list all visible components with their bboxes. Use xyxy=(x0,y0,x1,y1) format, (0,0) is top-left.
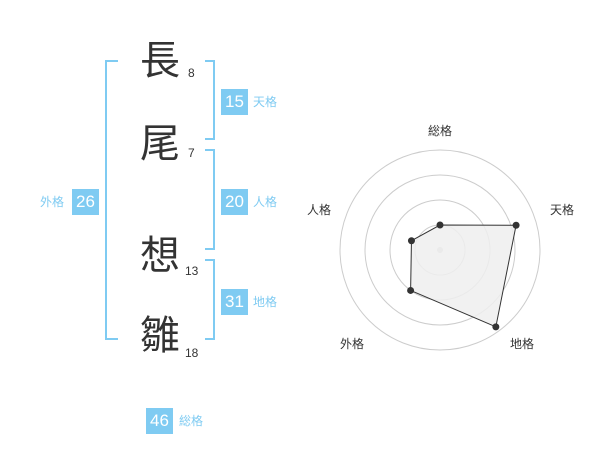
jinkaku-bracket xyxy=(205,149,215,250)
jinkaku-label: 人格 xyxy=(253,195,278,209)
stroke-count-1: 8 xyxy=(188,66,195,80)
chikaku-value: 31 xyxy=(221,289,248,315)
radar-ring xyxy=(339,149,541,351)
stroke-count-4: 18 xyxy=(185,346,199,360)
radar-point-3 xyxy=(492,323,500,331)
tenkaku-bracket xyxy=(205,60,215,140)
stroke-count-2: 7 xyxy=(188,146,195,160)
soukaku-value: 46 xyxy=(146,408,173,434)
tenkaku-label: 天格 xyxy=(253,95,278,109)
radar-label-soukaku: 総格 xyxy=(428,124,453,138)
name-char-1: 長 xyxy=(140,38,180,84)
chikaku-label: 地格 xyxy=(253,295,278,309)
radar-label-chikaku: 地格 xyxy=(510,337,535,351)
name-char-4: 雛 xyxy=(140,313,180,359)
tenkaku-value: 15 xyxy=(221,89,248,115)
gaikaku-label: 外格 xyxy=(40,195,65,209)
radar-label-tenkaku: 天格 xyxy=(550,203,575,217)
radar-label-jinkaku: 人格 xyxy=(307,203,332,217)
radar-point-1 xyxy=(436,221,444,229)
radar-point-2 xyxy=(512,221,520,229)
radar-label-gaikaku: 外格 xyxy=(340,337,365,351)
name-char-2: 尾 xyxy=(140,121,180,167)
chikaku-bracket xyxy=(205,259,215,340)
radar-point-4 xyxy=(407,286,415,294)
gaikaku-bracket xyxy=(105,60,118,340)
name-char-3: 想 xyxy=(140,233,180,279)
soukaku-label: 総格 xyxy=(179,414,204,428)
jinkaku-value: 20 xyxy=(221,189,248,215)
radar-point-5 xyxy=(407,237,415,245)
radar-series-polygon xyxy=(410,224,517,328)
stroke-count-3: 13 xyxy=(185,264,199,278)
radar-ring xyxy=(364,174,516,326)
gaikaku-value: 26 xyxy=(72,189,99,215)
